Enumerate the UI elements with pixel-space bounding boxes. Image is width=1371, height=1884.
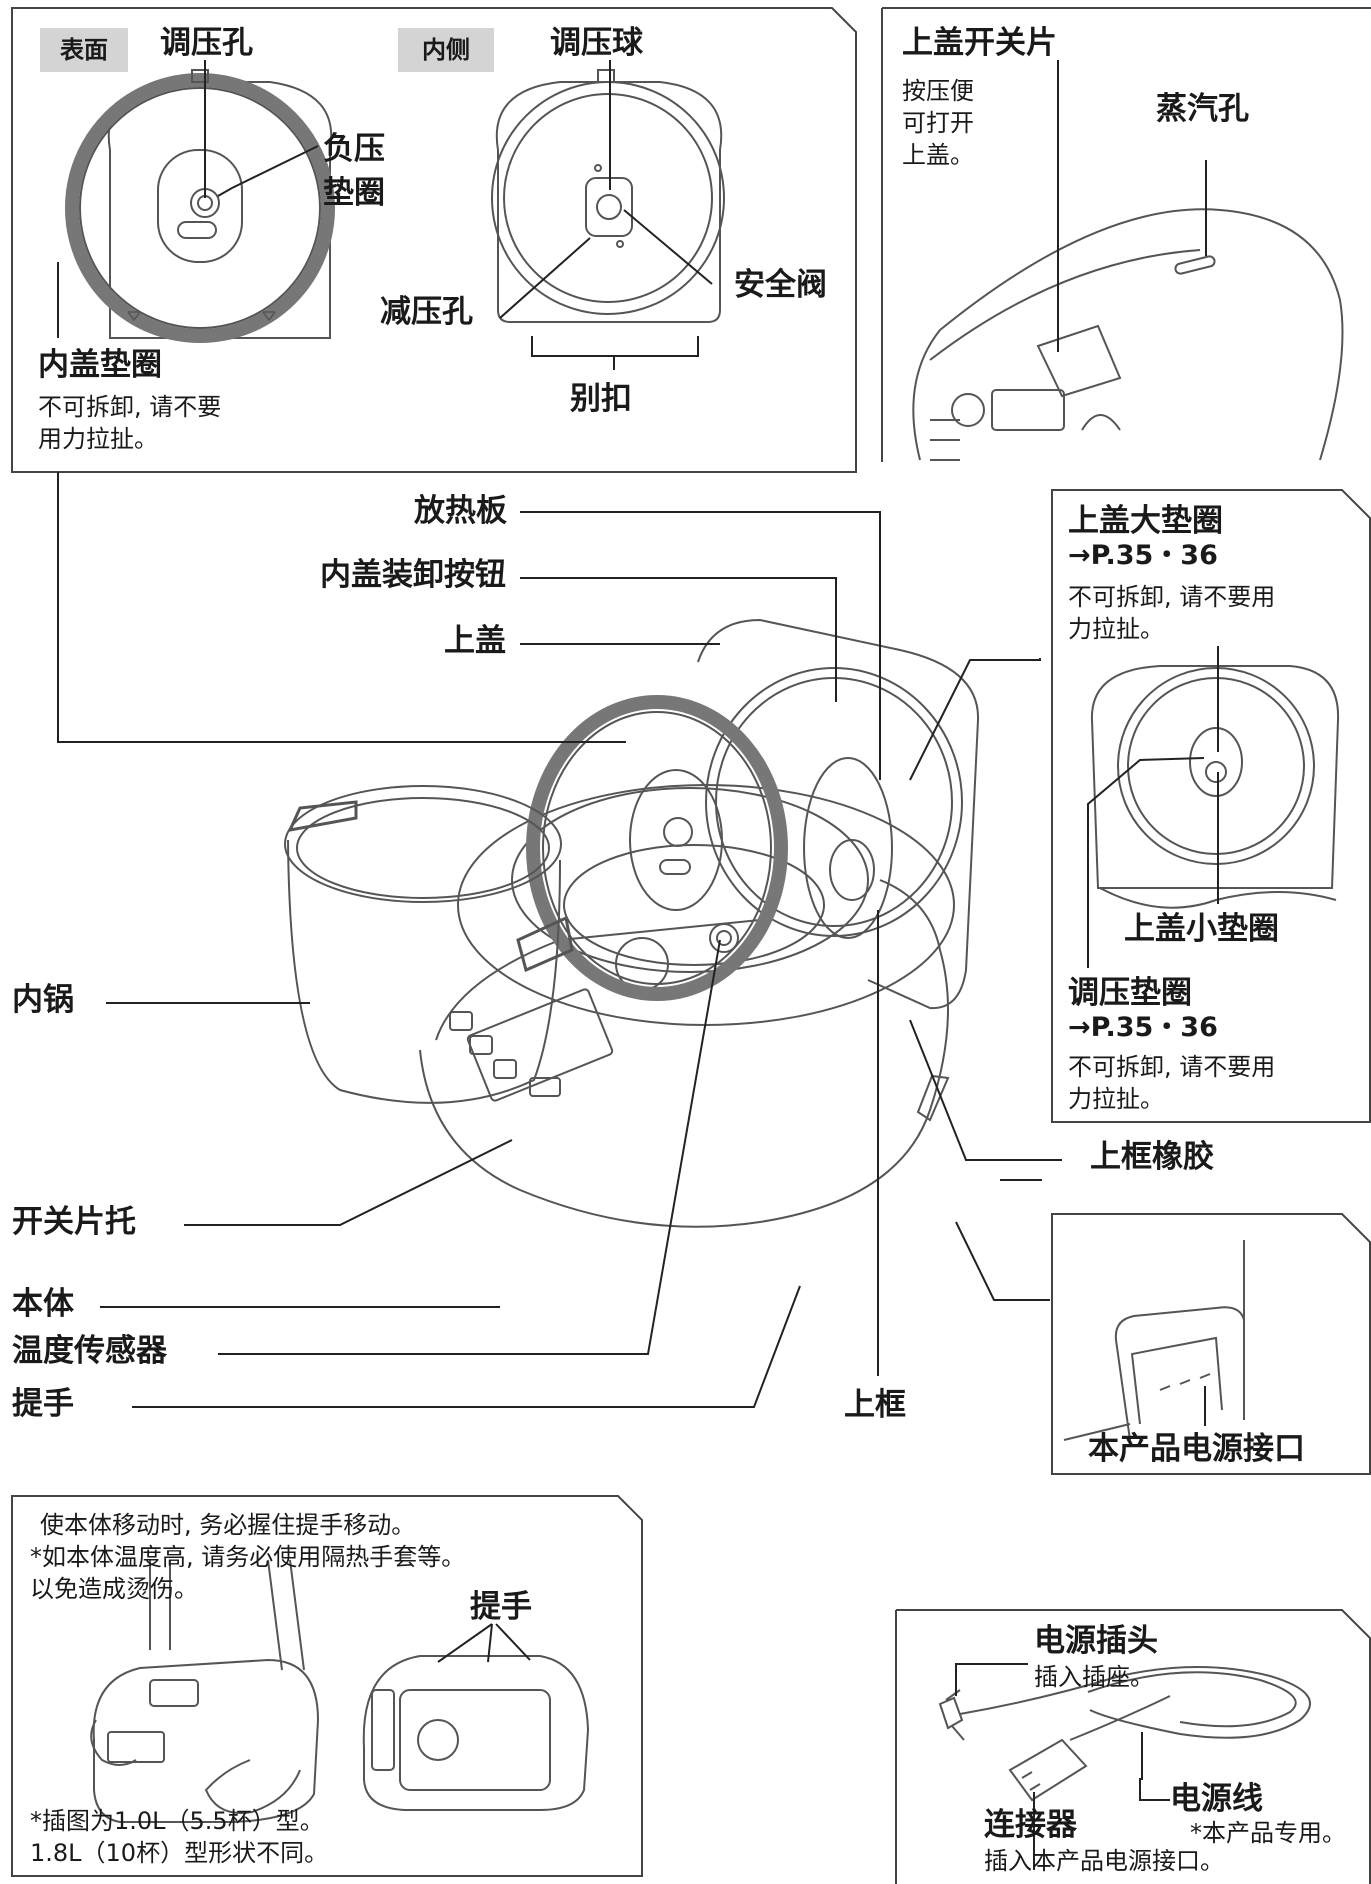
connector-note: 插入本产品电源接口。 [984,1847,1224,1875]
label-frame-rubber: 上框橡胶 [1090,1139,1214,1175]
pressure-seal-note-2: 力拉扯。 [1068,1085,1164,1113]
inner-lid-note-1: 不可拆卸, 请不要 [38,393,222,421]
handle-footnote-2: 1.8L（10杯）型形状不同。 [30,1839,329,1867]
label-heat-plate: 放热板 [414,493,507,529]
closed-cooker-leaders [1057,60,1207,352]
label-lid-switch: 上盖开关片 [902,25,1057,61]
label-negative-seal-1: 负压 [323,131,385,167]
label-lid: 上盖 [444,623,506,659]
label-inner-pot: 内锅 [12,982,74,1018]
label-upper-frame: 上框 [844,1387,906,1423]
handle-note-3: 以免造成烫伤。 [30,1575,198,1603]
panel-frame-power-port [1051,1213,1371,1475]
label-big-seal: 上盖大垫圈 [1068,503,1223,539]
label-pressure-seal: 调压垫圈 [1068,975,1192,1011]
label-pressure-ball: 调压球 [550,25,643,61]
label-inner-lid-button: 内盖装卸按钮 [320,557,506,593]
lid-switch-note-3: 上盖。 [902,141,974,169]
power-port-drawing [1063,1240,1245,1441]
label-switch-holder: 开关片托 [12,1204,136,1240]
big-seal-note-2: 力拉扯。 [1068,615,1164,643]
lid-underside-drawing [1090,665,1340,909]
label-negative-seal-2: 垫圈 [323,175,385,211]
label-relief-hole: 减压孔 [380,294,473,330]
handle-footnote-1: *插图为1.0L（5.5杯）型。 [30,1807,324,1835]
power-cord-drawing [938,1666,1311,1802]
label-small-seal: 上盖小垫圈 [1124,911,1279,947]
label-safety-valve: 安全阀 [734,267,827,303]
lid-view-leaders [57,60,713,370]
main-cooker-drawing [284,618,980,1228]
label-latch: 别扣 [570,381,632,417]
tag-inner: 内侧 [398,28,494,72]
cord-note: *本产品专用。 [1190,1819,1346,1847]
main-leaders [57,472,1062,1408]
lid-surface-drawing [65,69,335,343]
label-handle-rear: 提手 [470,1589,532,1625]
tag-surface: 表面 [40,28,128,72]
label-pressure-hole: 调压孔 [160,25,253,61]
big-seal-note-1: 不可拆卸, 请不要用 [1068,583,1276,611]
label-plug: 电源插头 [1034,1623,1158,1659]
inner-lid-note-2: 用力拉扯。 [38,425,158,453]
lid-switch-note-1: 按压便 [902,77,974,105]
label-steam-hole: 蒸汽孔 [1156,91,1249,127]
label-body: 本体 [12,1286,74,1322]
pressure-seal-ref: →P.35・36 [1068,1012,1218,1043]
lid-switch-note-2: 可打开 [902,109,974,137]
handle-usage-drawing [90,1559,590,1823]
label-cord: 电源线 [1170,1781,1263,1817]
panel-frame-lid-views [11,7,857,473]
handle-note-1: 使本体移动时, 务必握住提手移动。 [40,1511,416,1539]
big-seal-ref: →P.35・36 [1068,540,1218,571]
handle-note-2: *如本体温度高, 请务必使用隔热手套等。 [30,1543,466,1571]
panel-frame-seal [1051,489,1371,1123]
cord-leaders [955,1663,1170,1870]
label-inner-lid-seal: 内盖垫圈 [38,347,162,383]
label-temp-sensor: 温度传感器 [12,1333,167,1369]
panel-frame-top-lid [881,7,1371,462]
panel-frame-handle [11,1495,643,1877]
label-handle: 提手 [12,1386,74,1422]
label-power-port: 本产品电源接口 [1088,1431,1305,1467]
plug-note: 插入插座。 [1034,1663,1154,1691]
closed-cooker-drawing [912,208,1344,461]
handle-panel-leaders [437,1623,531,1663]
lid-underside-leaders [1087,646,1219,968]
label-connector: 连接器 [984,1807,1077,1843]
pressure-seal-note-1: 不可拆卸, 请不要用 [1068,1053,1276,1081]
lid-inner-drawing [491,69,725,323]
panel-frame-cord [895,1609,1371,1884]
